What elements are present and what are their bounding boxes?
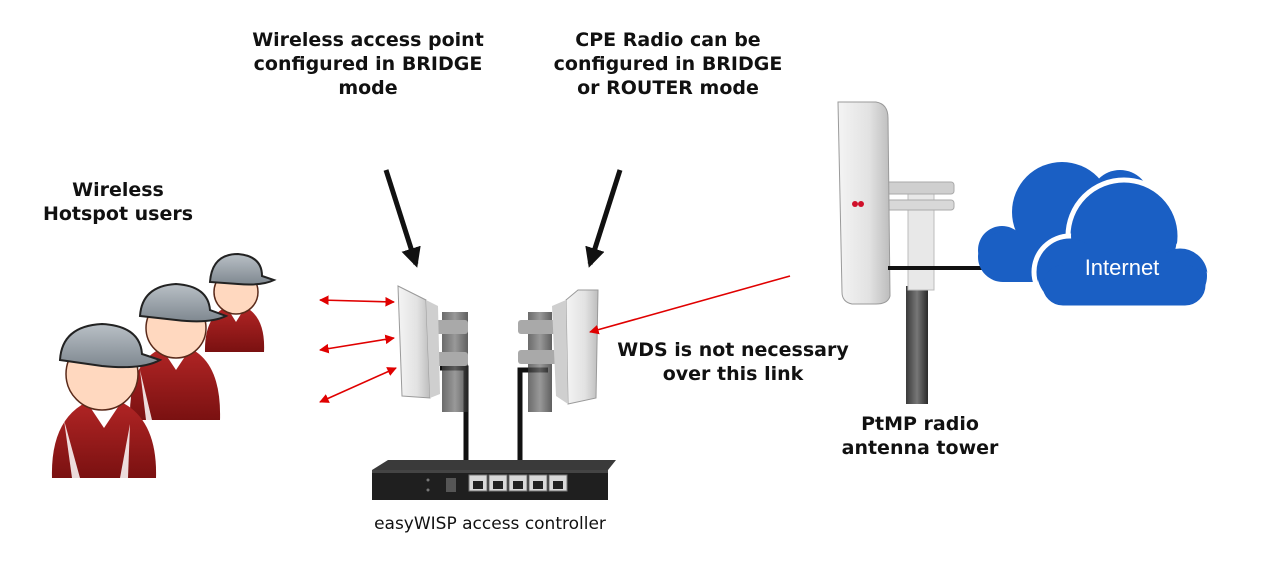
tower-caption-line-1: PtMP radio: [861, 413, 979, 435]
wireless-arrow-bottom: [319, 367, 397, 403]
user-figure-front: [51, 322, 163, 478]
access-point-icon: [397, 285, 468, 412]
ap-caption-line-2: configured in BRIDGE: [253, 53, 483, 75]
cloud-icon: Internet: [978, 162, 1213, 311]
cpe-radio-caption: CPE Radio can be configured in BRIDGE or…: [530, 28, 806, 100]
controller-switch-icon: [372, 460, 616, 500]
ap-caption-line-1: Wireless access point: [252, 29, 484, 51]
users-caption-line-2: Hotspot users: [42, 203, 194, 225]
wds-caption: WDS is not necessary over this link: [604, 338, 862, 386]
users-caption-line-1: Wireless: [72, 179, 164, 201]
wireless-arrow-middle: [319, 334, 395, 354]
user-figure-back: [204, 252, 277, 352]
controller-caption: easyWISP access controller: [374, 514, 606, 534]
users-icon: [51, 252, 277, 478]
tower-caption: PtMP radio antenna tower: [818, 412, 1022, 460]
ethernet-ports: [468, 474, 568, 492]
tower-antenna-icon: [837, 101, 955, 404]
wireless-arrow-top: [319, 295, 395, 307]
wds-caption-line-1: WDS is not necessary: [617, 339, 849, 361]
wireless-link-arrows: [319, 295, 397, 403]
cpe-radio-icon: [518, 289, 599, 412]
users-caption: Wireless Hotspot users: [20, 178, 216, 226]
ap-caption-line-3: mode: [338, 77, 398, 99]
cpe-caption-line-1: CPE Radio can be: [575, 29, 761, 51]
cpe-caption-line-3: or ROUTER mode: [577, 77, 759, 99]
ap-pointer-arrow: [383, 169, 421, 268]
cpe-pointer-arrow: [585, 169, 623, 268]
access-point-caption: Wireless access point configured in BRID…: [230, 28, 506, 100]
ptmp-link-arrow: [589, 275, 791, 335]
cpe-caption-line-2: configured in BRIDGE: [553, 53, 783, 75]
wds-caption-line-2: over this link: [662, 363, 804, 385]
cloud-label: Internet: [1085, 255, 1160, 280]
tower-caption-line-2: antenna tower: [841, 437, 999, 459]
